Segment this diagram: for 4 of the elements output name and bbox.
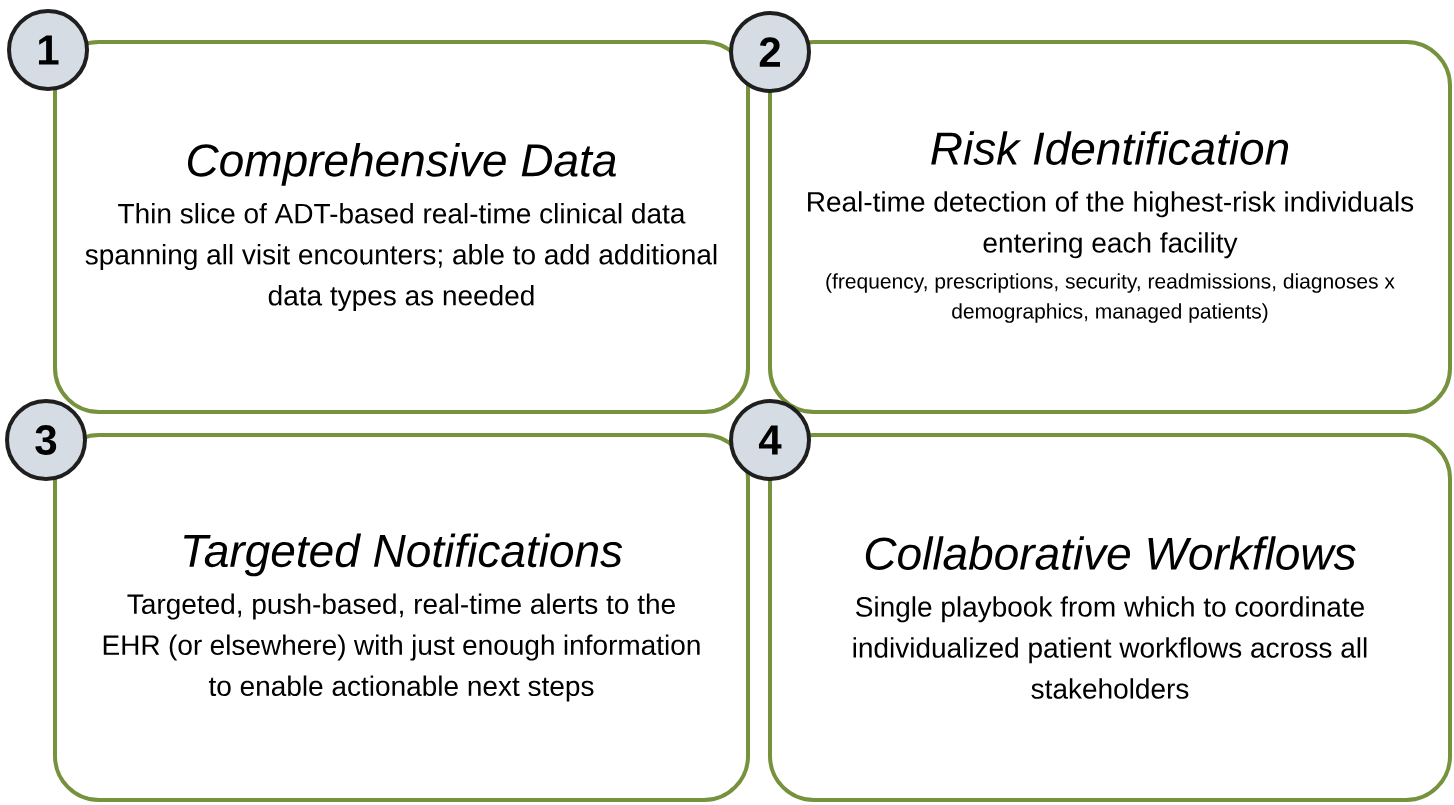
number-badge: 3 [5,399,87,481]
number-badge: 2 [729,11,811,93]
number-badge: 4 [729,399,811,481]
number-badge: 1 [7,9,89,91]
